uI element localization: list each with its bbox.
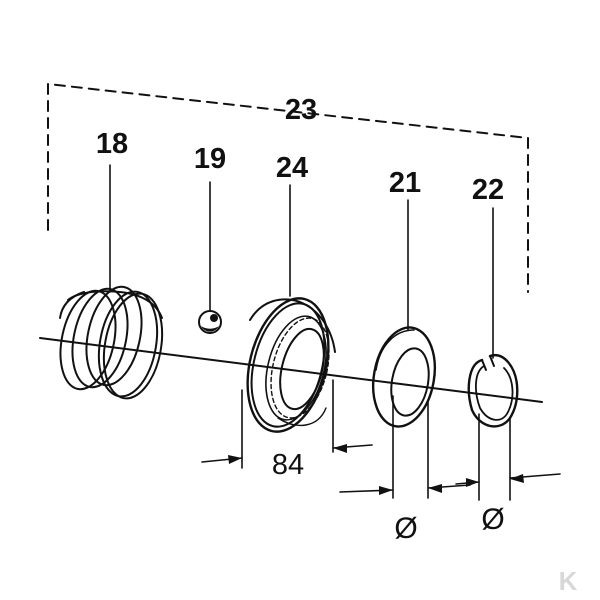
- washer-part: [372, 326, 436, 428]
- ball-part: [198, 310, 222, 334]
- callout-ball-label: 19: [194, 143, 226, 175]
- seal-part: [246, 297, 336, 433]
- assembly-bracket: [47, 83, 529, 293]
- callout-assembly-label: 23: [285, 94, 317, 126]
- watermark-logo: K: [559, 566, 578, 596]
- spring-part: [59, 285, 164, 400]
- callout-spring-label: 18: [96, 128, 128, 160]
- circlip-part: [467, 353, 519, 428]
- leader-lines: [109, 164, 494, 359]
- circlip-diameter-symbol: Ø: [481, 503, 504, 536]
- callout-circlip-label: 22: [472, 174, 504, 206]
- seal-width-dimension: [201, 379, 373, 469]
- washer-diameter-dimension: [339, 395, 471, 499]
- seal-width-value: 84: [272, 449, 304, 481]
- washer-diameter-symbol: Ø: [394, 512, 417, 545]
- callout-seal-label: 24: [276, 152, 308, 184]
- callout-washer-label: 21: [389, 167, 421, 199]
- circlip-diameter-dimension: [455, 413, 561, 501]
